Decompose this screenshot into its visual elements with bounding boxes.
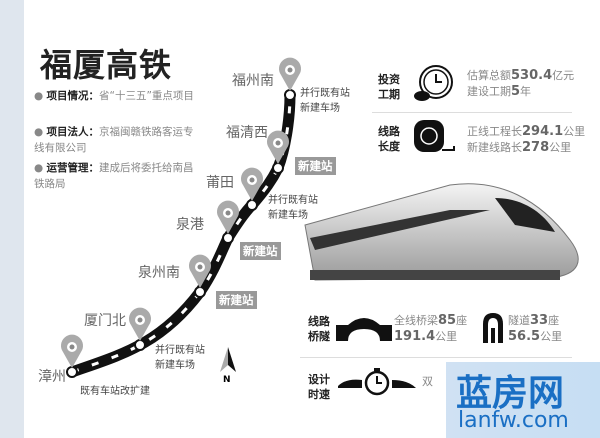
station-note: 并行既有站新建车场 [300, 88, 350, 114]
station-label: 泉港 [176, 217, 204, 233]
info-label: 项目法人： [46, 126, 100, 138]
compass-label: N [223, 375, 231, 385]
bridge-tunnel-label: 线路桥隧 [308, 315, 330, 343]
station-pin-icon [279, 57, 301, 101]
north-arrow-icon [220, 347, 236, 372]
bridge-icon [336, 318, 392, 341]
station-note: 并行既有站新建车场 [155, 345, 205, 371]
station-pin-icon [61, 334, 83, 378]
station-note: 既有车站改扩建 [80, 386, 150, 397]
train-image [304, 183, 579, 281]
info-text: 省“十三五”重点项目 [99, 90, 194, 102]
length-text: 正线工程长294.1公里新建线路长278公里 [467, 124, 586, 155]
info-text: 京福闽赣铁路客运专线有限公司 [34, 126, 194, 154]
station-label: 泉州南 [138, 265, 180, 281]
invest-text: 估算总额530.4亿元建设工期5年 [467, 68, 575, 99]
speed-clock-icon [338, 368, 416, 396]
tape-measure-icon [414, 120, 455, 152]
station-pin-icon [267, 130, 289, 174]
info-legal: ● 项目法人：京福闽赣铁路客运专线有限公司 [34, 126, 194, 154]
info-label: 运营管理： [46, 162, 100, 174]
watermark: 蓝房网 lanfw.com [446, 362, 600, 438]
station-pin-icon [241, 167, 263, 211]
station-label: 福州南 [232, 73, 274, 89]
new-station-tag: 新建站 [216, 291, 257, 309]
station-label: 漳州 [38, 369, 66, 385]
station-pin-icon [217, 200, 239, 244]
station-label: 莆田 [206, 175, 234, 191]
info-label: 项目情况： [46, 90, 100, 102]
speed-text: 双 [422, 375, 433, 388]
station-label: 厦门北 [84, 313, 126, 329]
divider [372, 112, 572, 113]
info-operation: ● 运营管理：建成后将委托给南昌铁路局 [34, 162, 194, 190]
watermark-url: lanfw.com [458, 408, 569, 433]
clock-money-icon [414, 65, 453, 101]
station-pin-icon [129, 307, 151, 351]
page-title: 福厦高铁 [40, 46, 173, 84]
station-pin-icon [189, 254, 211, 298]
station-note: 并行既有站新建车场 [268, 195, 318, 221]
new-station-tag: 新建站 [295, 157, 336, 175]
new-station-tag: 新建站 [240, 242, 281, 260]
info-project: ● 项目情况：省“十三五”重点项目 [34, 90, 194, 102]
invest-label: 投资工期 [378, 73, 400, 101]
watermark-name: 蓝房网 [456, 373, 565, 414]
info-text: 建成后将委托给南昌铁路局 [34, 162, 194, 190]
speed-label: 设计时速 [308, 373, 330, 401]
tunnel-icon [483, 313, 503, 343]
length-label: 线路长度 [378, 125, 400, 153]
divider [300, 357, 572, 358]
station-label: 福清西 [226, 125, 268, 141]
